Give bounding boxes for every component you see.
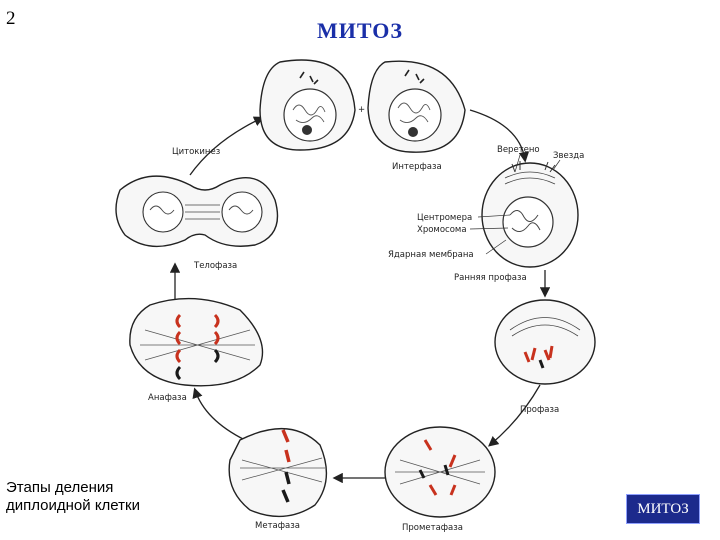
prometaphase-cell bbox=[384, 426, 496, 518]
arrow-telophase-to-cytokinesis bbox=[189, 116, 265, 176]
early-prophase-cell bbox=[481, 161, 579, 268]
label-early-prophase: Ранняя профаза bbox=[454, 273, 527, 283]
caption-line-2: диплоидной клетки bbox=[6, 497, 140, 514]
arrow-prophase-to-prometaphase bbox=[488, 384, 541, 447]
label-anaphase: Анафаза bbox=[148, 393, 187, 403]
label-spindle: Веретено bbox=[497, 145, 540, 155]
label-nuclear-membrane: Ядарная мембрана bbox=[388, 250, 474, 260]
slide-number: 2 bbox=[6, 8, 16, 29]
label-metaphase: Метафаза bbox=[255, 521, 300, 531]
arrow-interphase-to-early-prophase bbox=[469, 109, 530, 163]
caption-line-1: Этапы деления bbox=[6, 479, 114, 496]
label-telophase: Телофаза bbox=[193, 261, 237, 271]
cycle-arrows bbox=[169, 109, 551, 484]
label-cytokinesis: Цитокинез bbox=[172, 147, 221, 157]
arrow-metaphase-to-anaphase bbox=[192, 387, 246, 441]
svg-text:+: + bbox=[358, 105, 365, 115]
label-interphase: Интерфаза bbox=[392, 162, 442, 172]
slide-title: МИТОЗ bbox=[317, 18, 403, 43]
cytokinesis-cells: + bbox=[259, 59, 466, 153]
label-chromosome: Хромосома bbox=[417, 225, 467, 235]
label-prometaphase: Прометафаза bbox=[402, 523, 463, 533]
prophase-cell bbox=[494, 299, 596, 385]
mitosis-nav-button[interactable]: МИТОЗ bbox=[626, 494, 700, 524]
label-centrosome-star: Звезда bbox=[553, 151, 584, 161]
label-prophase: Профаза bbox=[520, 405, 559, 415]
label-centromere: Центромера bbox=[417, 213, 472, 223]
caption: Этапы деления диплоидной клетки bbox=[6, 479, 140, 515]
structure-pointers bbox=[469, 154, 561, 255]
metaphase-cell bbox=[228, 428, 328, 518]
telophase-cell bbox=[115, 175, 279, 248]
anaphase-cell bbox=[129, 297, 264, 387]
